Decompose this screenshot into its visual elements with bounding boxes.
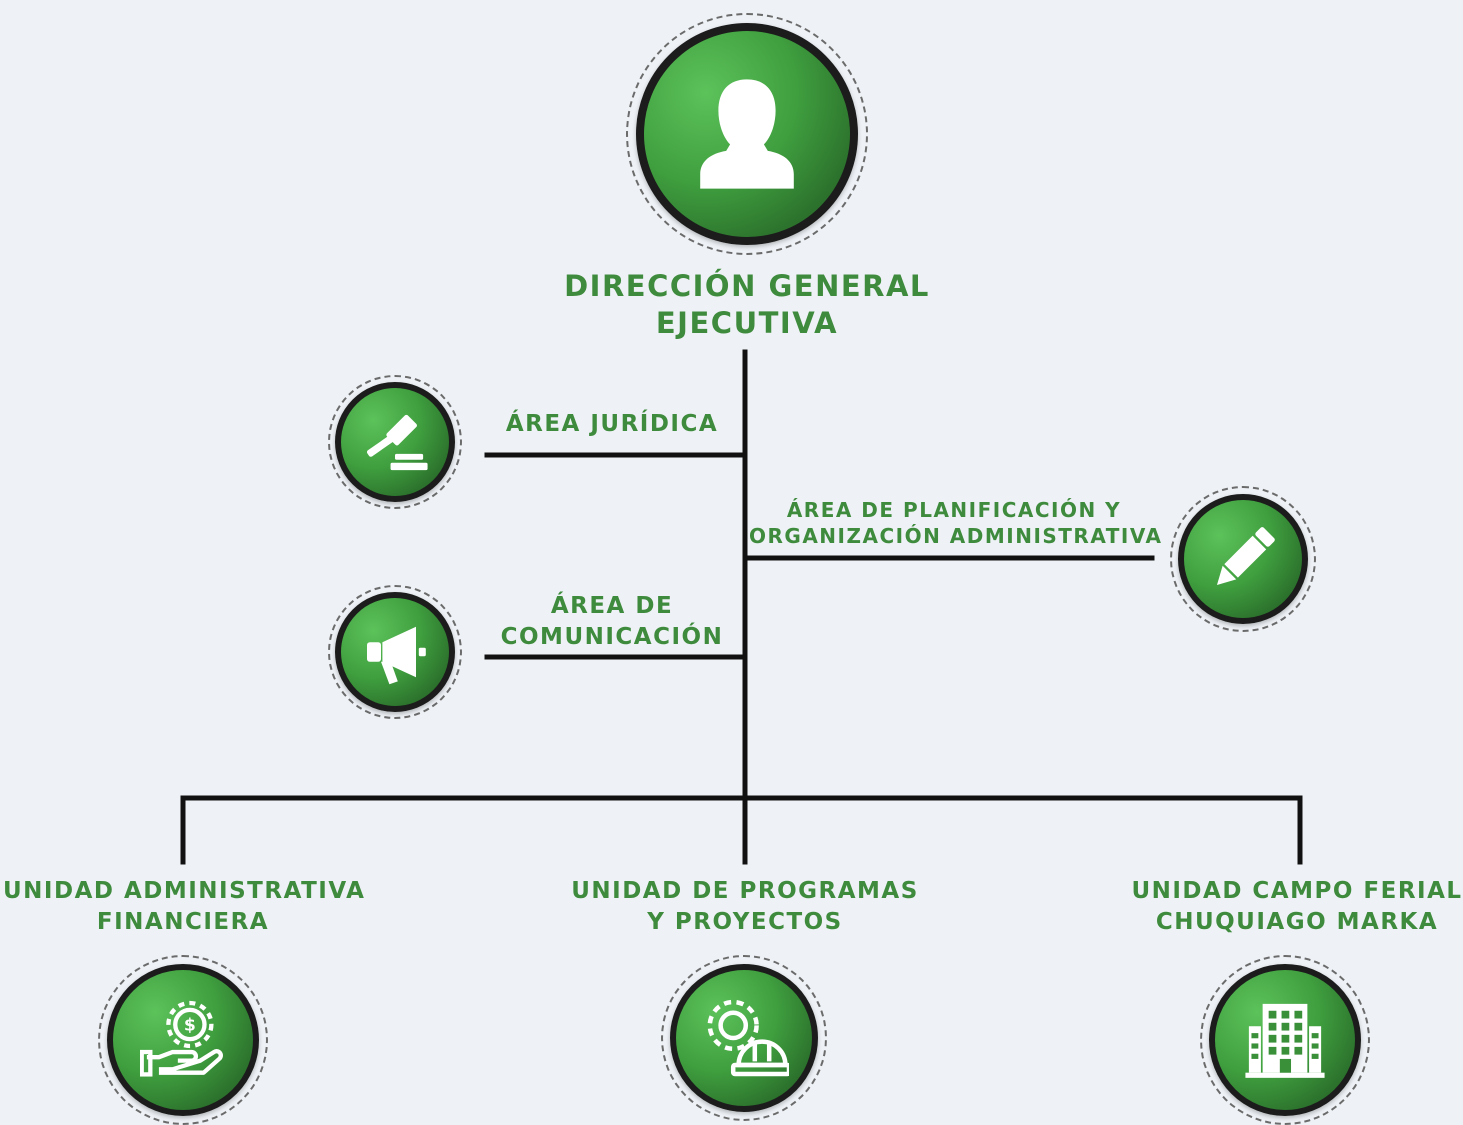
area-planificacion-node xyxy=(1170,486,1316,632)
unit-campo-ferial-node xyxy=(1200,955,1370,1125)
pencil-icon xyxy=(1216,527,1275,586)
money-gear-hand-icon: $ xyxy=(140,1000,223,1077)
person-icon xyxy=(700,79,794,189)
building-icon xyxy=(1245,1003,1325,1078)
unit-campo-ferial-label: UNIDAD CAMPO FERIAL CHUQUIAGO MARKA xyxy=(1131,878,1463,935)
unit-programas-label: UNIDAD DE PROGRAMAS Y PROYECTOS xyxy=(571,878,919,935)
gavel-icon xyxy=(366,414,428,471)
area-comunicacion-node xyxy=(328,585,462,719)
area-planificacion-label: ÁREA DE PLANIFICACIÓN Y ORGANIZACIÓN ADM… xyxy=(749,498,1163,548)
area-juridica-node xyxy=(328,375,462,509)
direccion-general-node xyxy=(626,13,868,255)
area-comunicacion-label: ÁREA DE COMUNICACIÓN xyxy=(500,593,724,650)
megaphone-icon xyxy=(367,626,426,685)
unit-financiera-node: $ xyxy=(98,955,268,1125)
area-juridica-label: ÁREA JURÍDICA xyxy=(505,411,719,437)
unit-programas-node xyxy=(661,955,827,1121)
direccion-general-label: DIRECCIÓN GENERAL EJECUTIVA xyxy=(564,269,930,340)
unit-financiera-label: UNIDAD ADMINISTRATIVA FINANCIERA xyxy=(3,878,366,935)
gear-helmet-icon xyxy=(707,999,789,1077)
svg-text:$: $ xyxy=(184,1016,196,1036)
